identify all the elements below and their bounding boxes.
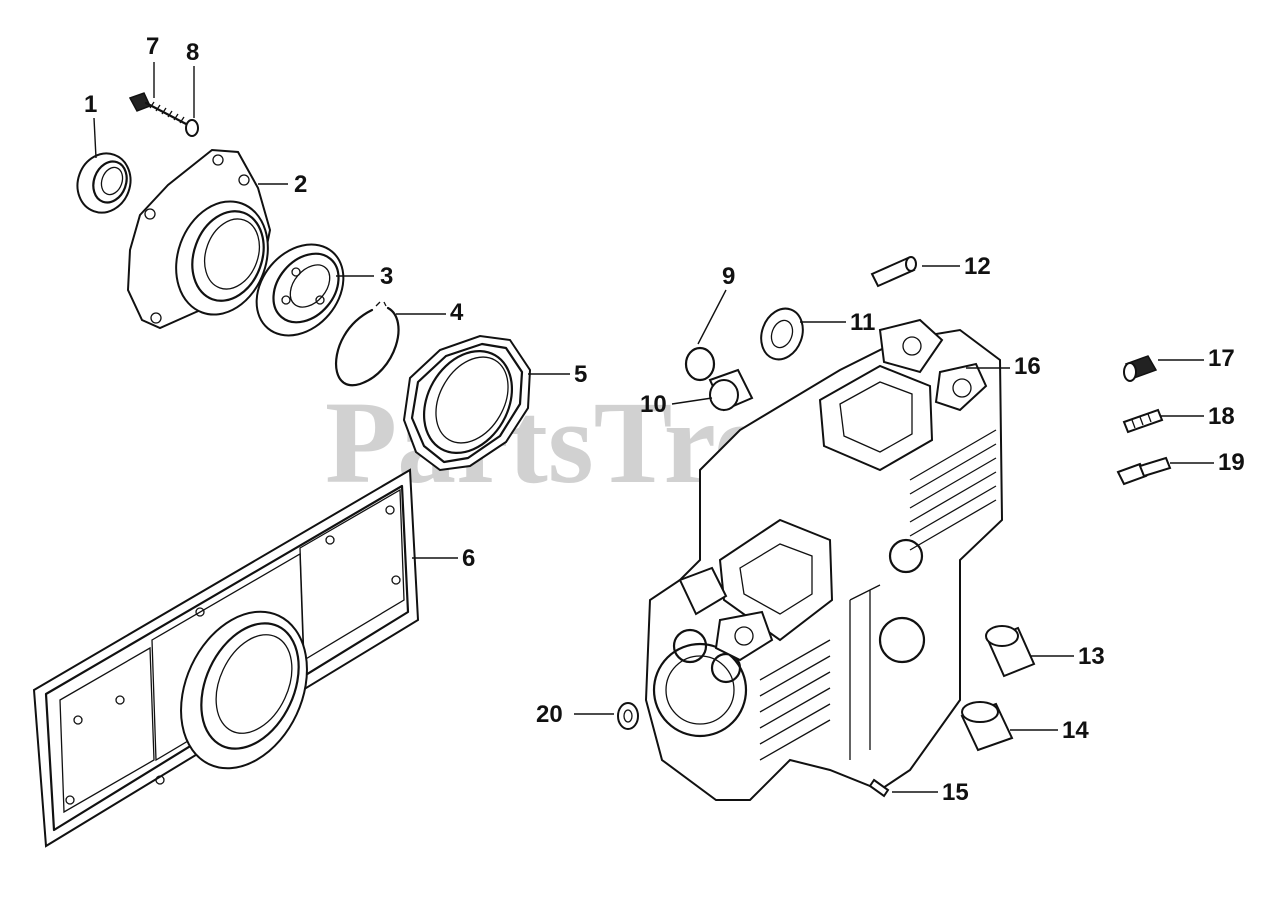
callout-10[interactable]: 10 xyxy=(640,391,667,418)
callout-3[interactable]: 3 xyxy=(380,263,393,290)
callout-20[interactable]: 20 xyxy=(536,701,563,728)
callout-7[interactable]: 7 xyxy=(146,33,159,60)
part-14-sleeve-bearing[interactable] xyxy=(960,701,1014,752)
callout-2[interactable]: 2 xyxy=(294,171,307,198)
callout-8[interactable]: 8 xyxy=(186,39,199,66)
part-10-sleeve[interactable] xyxy=(708,368,754,412)
callout-12[interactable]: 12 xyxy=(964,253,991,280)
callout-6[interactable]: 6 xyxy=(462,545,475,572)
part-3-ball-bearing[interactable] xyxy=(239,227,361,352)
part-8-washer[interactable] xyxy=(185,119,199,137)
callout-15[interactable]: 15 xyxy=(942,779,969,806)
part-2-bearing-plate[interactable] xyxy=(126,148,283,330)
callout-19[interactable]: 19 xyxy=(1218,449,1245,476)
part-13-sleeve-bearing[interactable] xyxy=(985,625,1036,678)
part-19-fitting[interactable] xyxy=(1116,456,1172,486)
callout-16[interactable]: 16 xyxy=(1014,353,1041,380)
callout-18[interactable]: 18 xyxy=(1208,403,1235,430)
callout-13[interactable]: 13 xyxy=(1078,643,1105,670)
callout-labels: 1 2 3 4 5 6 7 8 9 10 11 12 13 14 15 16 1… xyxy=(84,33,1245,806)
callout-11[interactable]: 11 xyxy=(850,309,875,336)
part-9-o-ring[interactable] xyxy=(684,346,716,382)
callout-17[interactable]: 17 xyxy=(1208,345,1235,372)
callout-9[interactable]: 9 xyxy=(722,263,735,290)
callout-5[interactable]: 5 xyxy=(574,361,587,388)
leader-lines xyxy=(93,62,1214,793)
part-17-plug[interactable] xyxy=(1123,355,1158,382)
part-6-closure-plate[interactable] xyxy=(32,468,420,848)
part-4-retaining-ring[interactable] xyxy=(334,301,400,387)
part-7-bolt[interactable] xyxy=(128,92,190,127)
callout-14[interactable]: 14 xyxy=(1062,717,1089,744)
part-20-washer[interactable] xyxy=(617,702,639,730)
callout-4[interactable]: 4 xyxy=(450,299,464,326)
callout-1[interactable]: 1 xyxy=(84,91,97,118)
part-11-seal-plate[interactable] xyxy=(754,303,809,366)
part-1-oil-seal[interactable] xyxy=(69,146,138,220)
part-12-dowel-pin[interactable] xyxy=(870,256,917,288)
part-18-stud[interactable] xyxy=(1122,408,1164,434)
part-16-crankcase[interactable] xyxy=(644,318,1004,801)
part-5-gaskets[interactable] xyxy=(402,334,532,472)
part-15-pin[interactable] xyxy=(868,778,890,798)
